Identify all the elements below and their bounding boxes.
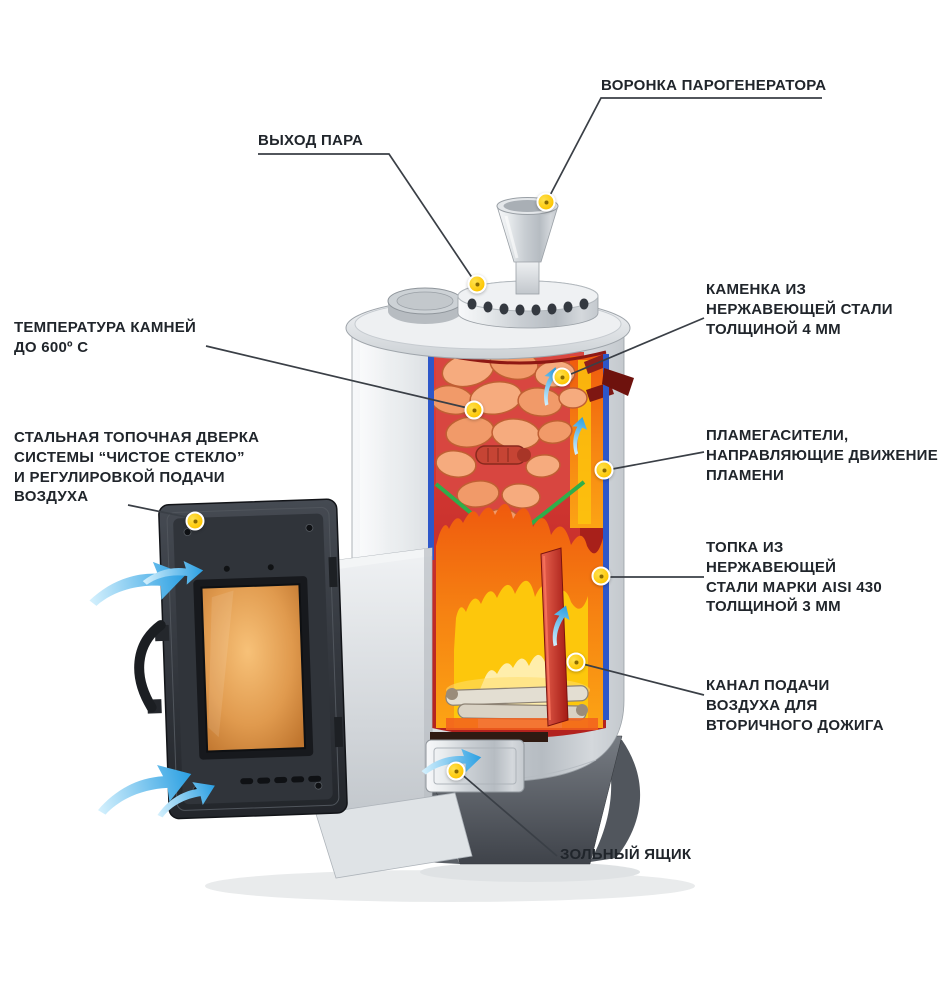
cut-edge-left (428, 354, 434, 560)
cut-edge-right (603, 354, 609, 720)
steam-funnel (496, 197, 559, 295)
label-secondary-air-channel: КАНАЛ ПОДАЧИ ВОЗДУХА ДЛЯ ВТОРИЧНОГО ДОЖИ… (706, 677, 884, 734)
marker-furnace-door (185, 511, 205, 531)
steam-holes (467, 298, 589, 316)
door-handle (134, 620, 170, 714)
door-hinge (334, 716, 344, 748)
ground-shadow (205, 862, 695, 902)
interior-cutaway (428, 347, 614, 738)
steam-generator-base (457, 280, 599, 329)
label-steam-outlet: ВЫХОД ПАРА (258, 132, 364, 149)
base-sheet (315, 792, 473, 879)
door-vent-slots (240, 775, 322, 785)
door-glass (200, 583, 307, 753)
callout-lines (127, 97, 822, 857)
steam-generator-tube (475, 445, 531, 465)
label-furnace-door: СТАЛЬНАЯ ТОПОЧНАЯ ДВЕРКА СИСТЕМЫ “ЧИСТОЕ… (14, 429, 260, 506)
label-stone-temperature: ТЕМПЕРАТУРА КАМНЕЙ ДО 600º С (14, 319, 197, 356)
marker-secondary-air-channel (566, 652, 586, 672)
marker-steam-outlet (467, 274, 487, 294)
door-air-hole (267, 564, 274, 571)
label-stone-compartment: КАМЕНКА ИЗ НЕРЖАВЕЮЩЕЙ СТАЛИ ТОЛЩИНОЙ 4 … (706, 281, 893, 338)
marker-stone-compartment (552, 367, 572, 387)
door-air-hole (223, 565, 230, 572)
label-firebox-steel: ТОПКА ИЗ НЕРЖАВЕЮЩЕЙ СТАЛИ МАРКИ AISI 43… (706, 539, 882, 616)
marker-steam-generator-funnel (536, 192, 556, 212)
label-steam-generator-funnel: ВОРОНКА ПАРОГЕНЕРАТОРА (601, 77, 827, 94)
flame-arrester-tab (602, 368, 634, 396)
chimney-collar (387, 287, 463, 324)
door-transition-box (337, 547, 433, 819)
door-hinge (328, 556, 338, 588)
marker-stone-temperature (464, 400, 484, 420)
marker-firebox-steel (591, 566, 611, 586)
label-ash-box: ЗОЛЬНЫЙ ЯЩИК (560, 846, 692, 863)
furnace-door (134, 498, 348, 820)
marker-ash-box (446, 761, 466, 781)
label-flame-arresters: ПЛАМЕГАСИТЕЛИ, НАПРАВЛЯЮЩИЕ ДВИЖЕНИЕ ПЛА… (706, 427, 938, 484)
marker-flame-arresters (594, 460, 614, 480)
